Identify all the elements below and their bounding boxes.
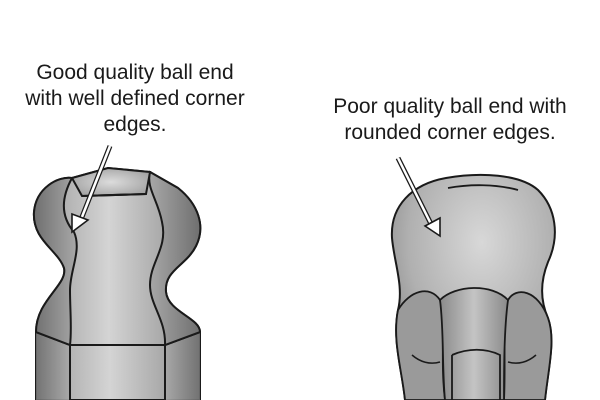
- caption-poor-line-1: Poor quality ball end with: [333, 95, 567, 118]
- arrow-poor: [395, 156, 441, 238]
- caption-poor-line-2: rounded corner edges.: [344, 121, 556, 144]
- caption-poor-quality: Poor quality ball end with rounded corne…: [300, 94, 600, 146]
- caption-good-line-1: Good quality ball end: [36, 61, 234, 84]
- arrow-good: [71, 145, 113, 234]
- caption-good-quality: Good quality ball end with well defined …: [0, 60, 270, 138]
- caption-good-line-3: edges.: [103, 113, 167, 136]
- poor-ball-end: [390, 173, 556, 400]
- caption-good-line-2: with well defined corner: [25, 87, 245, 110]
- good-ball-end: [32, 166, 202, 400]
